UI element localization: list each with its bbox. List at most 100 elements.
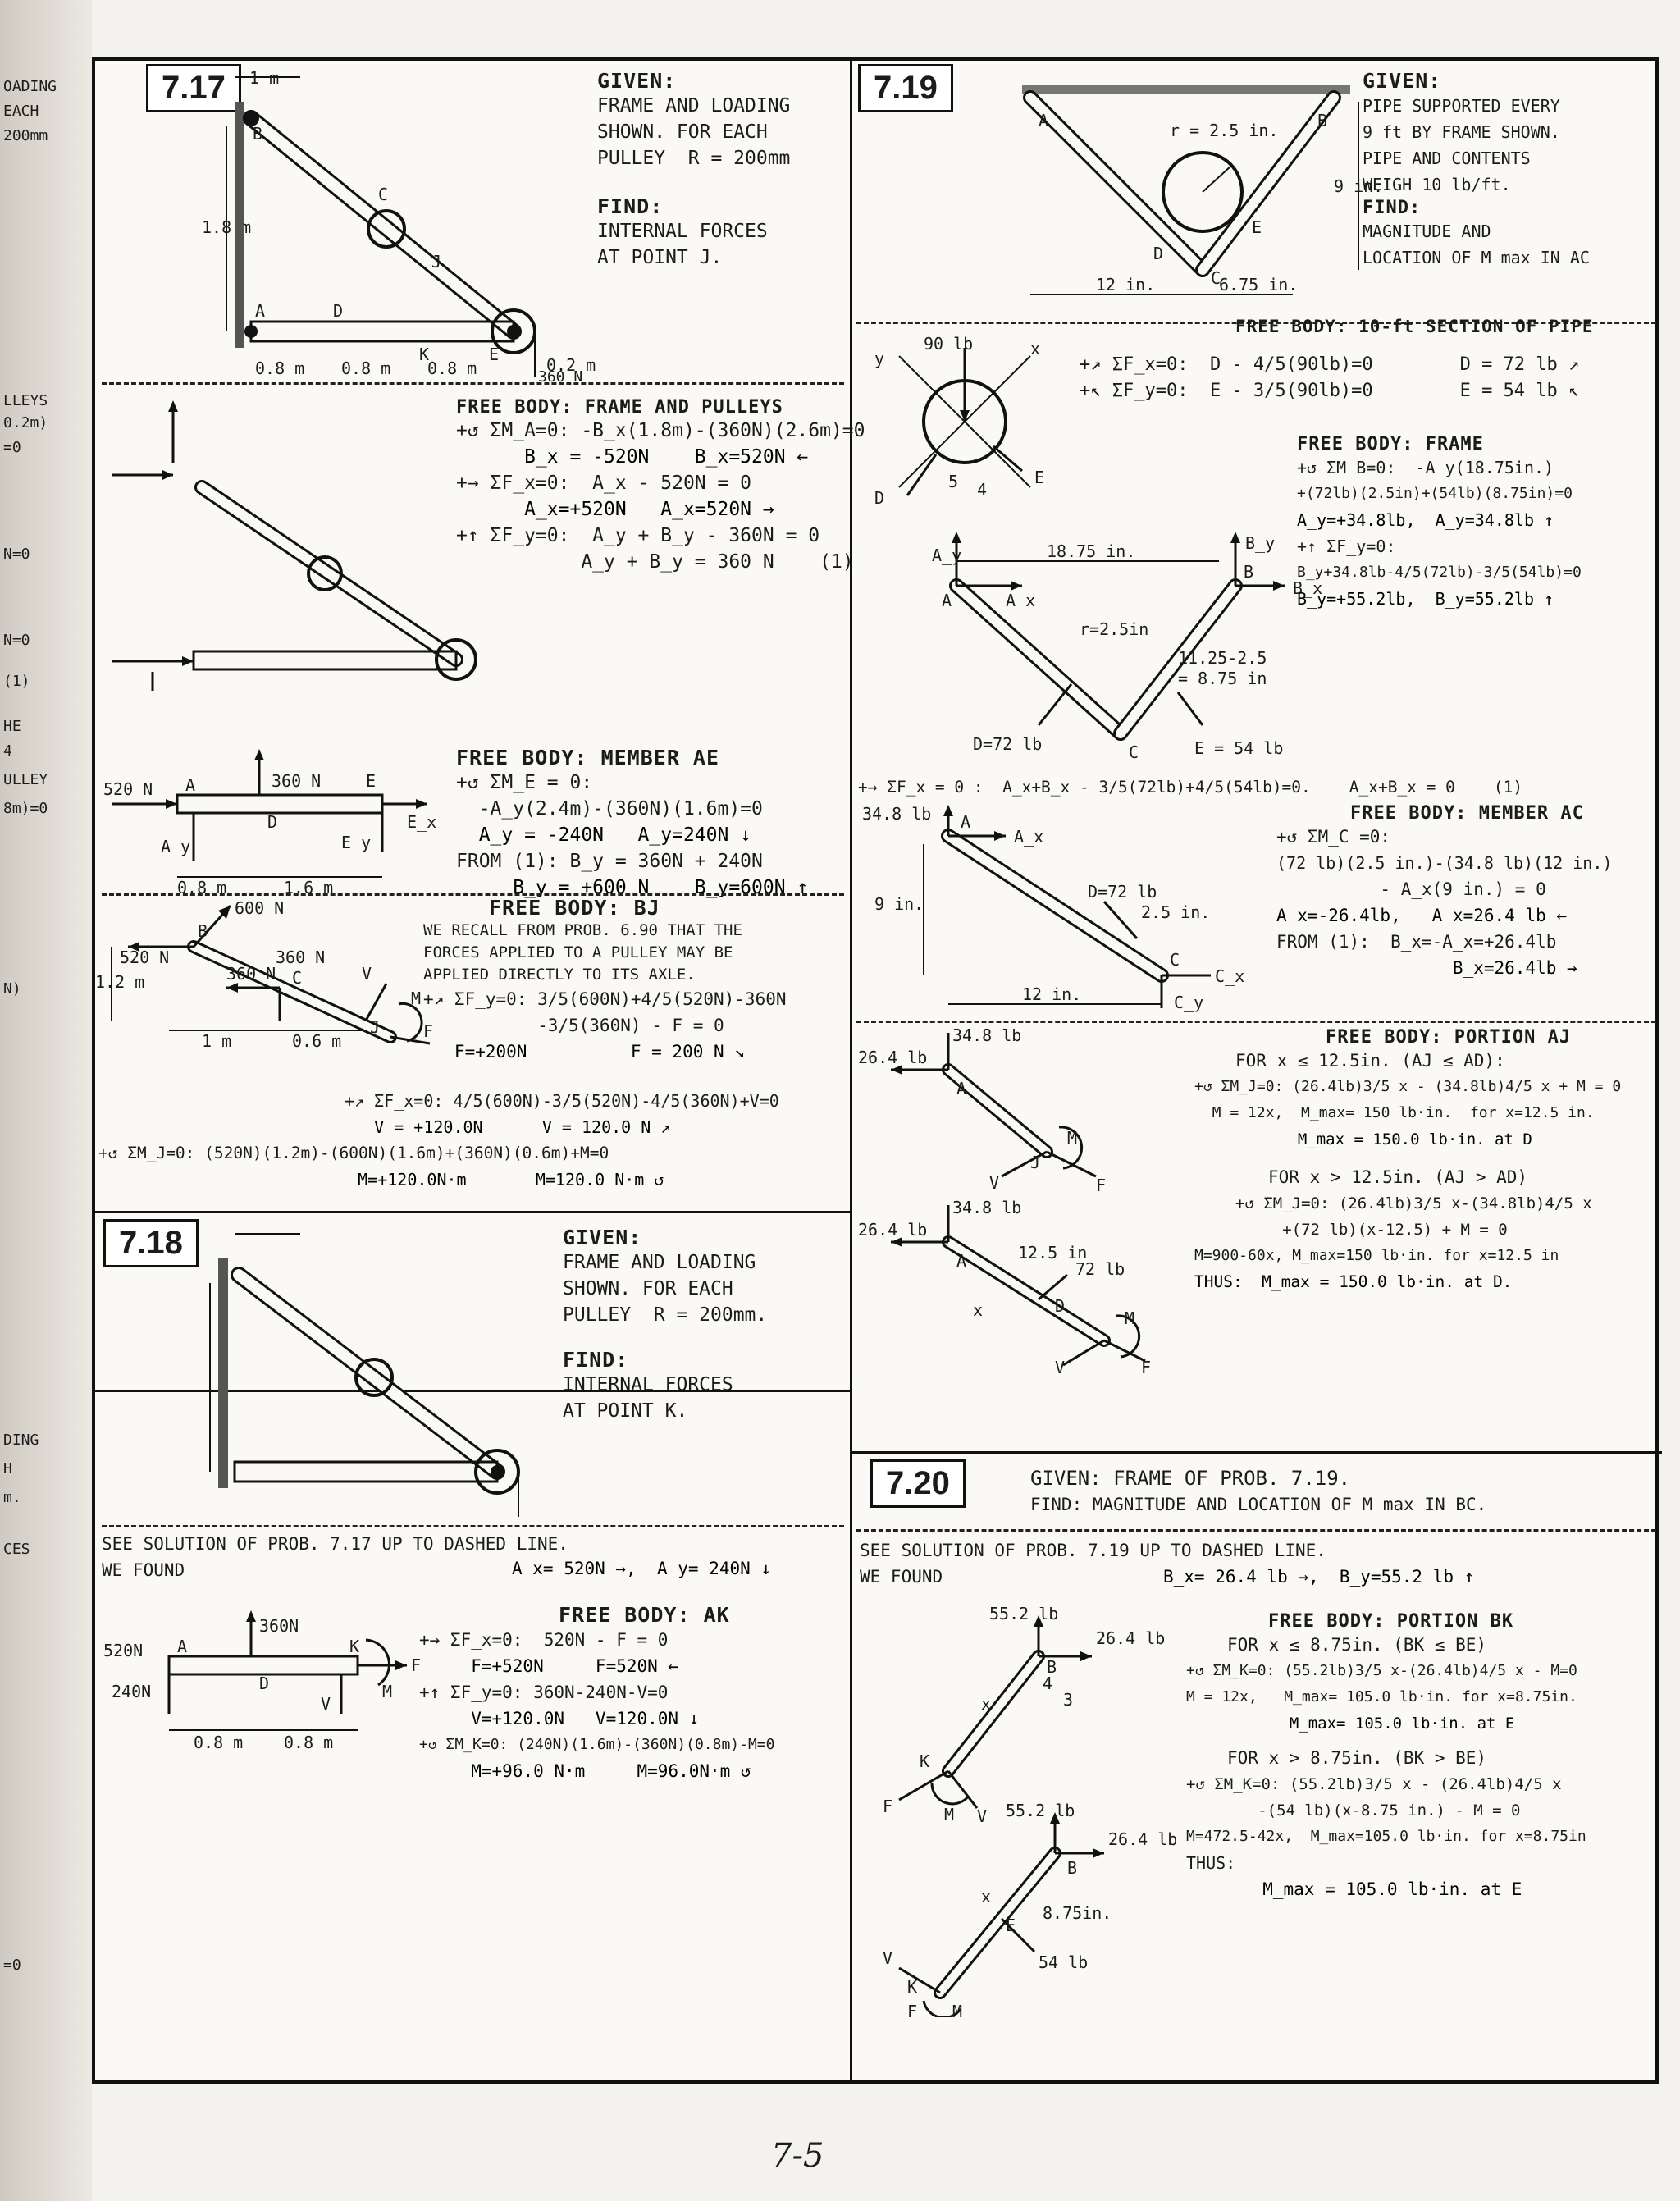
free-body-member-ae: FREE BODY: MEMBER AE +↺ ΣM_E = 0: -A_y(2… — [456, 746, 809, 898]
member-ak-diagram: 360N 520N 240N A D K F V M 0.8 m 0.8 m — [95, 1607, 440, 1755]
svg-text:F: F — [907, 2002, 917, 2017]
svg-text:54 lb: 54 lb — [1039, 1952, 1088, 1972]
svg-text:18.75 in.: 18.75 in. — [1047, 541, 1135, 561]
svg-text:26.4 lb: 26.4 lb — [1108, 1829, 1177, 1849]
svg-text:A: A — [255, 301, 265, 321]
margin-fragment: 0.2m) — [3, 414, 48, 432]
svg-text:B: B — [1067, 1858, 1077, 1878]
svg-text:V: V — [321, 1694, 331, 1714]
svg-text:r=2.5in: r=2.5in — [1080, 619, 1148, 639]
load-label: 360 N — [538, 368, 583, 386]
svg-text:B: B — [198, 921, 208, 941]
svg-text:D: D — [874, 488, 884, 508]
svg-text:K: K — [920, 1751, 929, 1771]
svg-text:J: J — [431, 252, 441, 272]
svg-text:A_x: A_x — [1006, 591, 1035, 610]
free-body-frame-7-17: FREE BODY: FRAME AND PULLEYS +↺ ΣM_A=0: … — [456, 397, 865, 573]
margin-fragment: =0 — [3, 1957, 21, 1974]
solution-sheet: 7.17 1 m 1.8 m B C J A D K E 0.8 m 0.8 m — [92, 57, 1662, 2084]
svg-text:J: J — [370, 1017, 380, 1037]
free-body-bj: FREE BODY: BJ WE RECALL FROM PROB. 6.90 … — [423, 896, 787, 1062]
dim-top: 1 m — [249, 69, 279, 88]
margin-fragment: OADING — [3, 78, 57, 95]
svg-text:0.8 m: 0.8 m — [194, 1733, 243, 1752]
svg-text:V: V — [883, 1948, 892, 1968]
svg-text:360 N: 360 N — [226, 964, 276, 984]
margin-fragment: DING — [3, 1432, 39, 1449]
svg-text:520N: 520N — [103, 1641, 143, 1660]
margin-fragment: 200mm — [3, 127, 48, 144]
svg-text:r = 2.5 in.: r = 2.5 in. — [1170, 121, 1278, 140]
frame-diagram-7-18 — [185, 1226, 596, 1521]
svg-text:0.6 m: 0.6 m — [292, 1031, 341, 1051]
svg-text:0.2 m: 0.2 m — [546, 355, 596, 375]
svg-text:A: A — [177, 1637, 187, 1656]
svg-text:M: M — [411, 989, 421, 1008]
svg-text:J: J — [1030, 1153, 1040, 1172]
svg-text:x: x — [981, 1887, 991, 1906]
margin-fragment: 8m)=0 — [3, 800, 48, 817]
svg-text:F: F — [1141, 1358, 1151, 1373]
svg-text:C: C — [292, 968, 302, 988]
svg-text:5: 5 — [948, 472, 958, 491]
problem-divider-right — [850, 1451, 1662, 1454]
svg-text:M: M — [1067, 1128, 1077, 1148]
svg-text:9 in.: 9 in. — [1334, 176, 1383, 196]
dashed-line-aj — [856, 1021, 1656, 1023]
margin-fragment: EACH — [3, 103, 39, 120]
svg-text:D: D — [1153, 244, 1163, 263]
free-body-bj-equations: +↗ ΣF_x=0: 4/5(600N)-3/5(520N)-4/5(360N)… — [98, 1091, 779, 1190]
frame-free-body-diagram-7-17 — [95, 397, 505, 692]
svg-text:K: K — [349, 1637, 359, 1656]
dashed-line-7-19 — [856, 322, 1656, 324]
svg-text:= 8.75 in: = 8.75 in — [1178, 669, 1267, 688]
svg-text:A_y: A_y — [161, 837, 190, 856]
svg-text:V: V — [977, 1806, 987, 1826]
svg-text:520 N: 520 N — [103, 779, 153, 799]
svg-text:C: C — [1211, 268, 1221, 288]
svg-text:6.75 in.: 6.75 in. — [1219, 275, 1298, 295]
svg-text:A: A — [185, 775, 195, 795]
column-divider — [850, 61, 852, 2080]
svg-text:12.5 in: 12.5 in — [1018, 1243, 1087, 1263]
dashed-line-bj — [102, 893, 844, 896]
svg-text:1 m: 1 m — [202, 1031, 231, 1051]
svg-text:V: V — [362, 964, 372, 984]
svg-text:9 in.: 9 in. — [874, 894, 924, 914]
free-body-frame-7-19: FREE BODY: FRAME +↺ ΣM_B=0: -A_y(18.75in… — [1297, 434, 1582, 609]
problem-divider-left — [95, 1390, 850, 1392]
svg-text:E: E — [489, 345, 499, 364]
svg-text:F: F — [1096, 1176, 1106, 1195]
problem-divider-7-17 — [95, 1211, 850, 1213]
svg-text:x: x — [1030, 339, 1040, 358]
svg-text:E = 54 lb: E = 54 lb — [1194, 738, 1283, 758]
svg-text:E_y: E_y — [341, 833, 371, 852]
svg-text:55.2 lb: 55.2 lb — [1006, 1801, 1075, 1820]
margin-fragment: N) — [3, 980, 21, 998]
margin-fragment: =0 — [3, 439, 21, 456]
svg-text:0.8 m: 0.8 m — [427, 358, 477, 378]
svg-text:12 in.: 12 in. — [1022, 984, 1081, 1004]
svg-text:E: E — [1252, 217, 1262, 237]
svg-text:E: E — [366, 771, 376, 791]
svg-text:3: 3 — [1063, 1690, 1073, 1710]
svg-text:0.8 m: 0.8 m — [255, 358, 304, 378]
svg-text:C_y: C_y — [1174, 993, 1203, 1012]
given-7-18: GIVEN: FRAME AND LOADING SHOWN. FOR EACH… — [563, 1226, 768, 1422]
free-body-portion-aj: FREE BODY: PORTION AJ FOR x ≤ 12.5in. (A… — [1194, 1027, 1622, 1291]
svg-text:A: A — [1039, 111, 1048, 130]
svg-text:M: M — [944, 1805, 954, 1824]
pipe-equations: +↗ ΣF_x=0: D - 4/5(90lb)=0 D = 72 lb ↗ +… — [1080, 354, 1580, 401]
svg-text:A: A — [961, 812, 970, 832]
margin-fragment: LLEYS — [3, 392, 48, 409]
member-bj-diagram: 600 N 360 N 520 N 360 N B C J F V M 1 m … — [95, 897, 440, 1053]
svg-text:D: D — [259, 1674, 269, 1693]
svg-text:M: M — [1125, 1308, 1134, 1328]
svg-text:M: M — [952, 2002, 962, 2017]
member-ac-diagram: 34.8 lb A A_x D=72 lb 2.5 in. 9 in. 12 i… — [858, 803, 1285, 1016]
svg-text:34.8 lb: 34.8 lb — [952, 1198, 1021, 1217]
svg-text:360N: 360N — [259, 1616, 299, 1636]
svg-text:E_x: E_x — [407, 812, 436, 832]
svg-text:B: B — [1317, 111, 1327, 130]
given-7-19: GIVEN: PIPE SUPPORTED EVERY 9 ft BY FRAM… — [1363, 69, 1590, 267]
